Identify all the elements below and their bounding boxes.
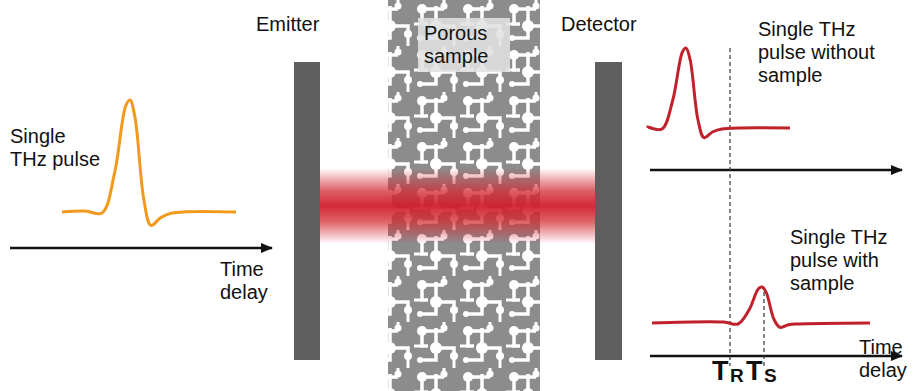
time-axis bbox=[650, 169, 902, 172]
pulse-label: Single THz pulse without sample bbox=[758, 18, 878, 87]
time-subscript: S bbox=[764, 366, 777, 386]
axis-label: Time delay bbox=[859, 336, 914, 382]
thz-beam bbox=[320, 168, 595, 244]
detector-bar: Detector bbox=[595, 62, 622, 360]
pulse-label: Single THz pulse bbox=[10, 125, 105, 171]
porous-sample: Porous sample bbox=[388, 0, 540, 391]
pulse-label: Single THz pulse with sample bbox=[790, 226, 910, 295]
time-symbol: T bbox=[712, 356, 729, 386]
axis-label: Time delay bbox=[220, 258, 275, 304]
time-symbol: T bbox=[746, 356, 763, 386]
time-axis bbox=[10, 247, 272, 250]
component-label: Emitter bbox=[256, 13, 319, 36]
sample-label: Porous sample bbox=[418, 18, 510, 72]
reference-marker bbox=[729, 48, 730, 366]
time-subscript: R bbox=[730, 366, 744, 386]
emitter-bar: Emitter bbox=[294, 62, 320, 360]
component-label: Detector bbox=[561, 13, 637, 36]
sample-marker bbox=[763, 292, 764, 366]
